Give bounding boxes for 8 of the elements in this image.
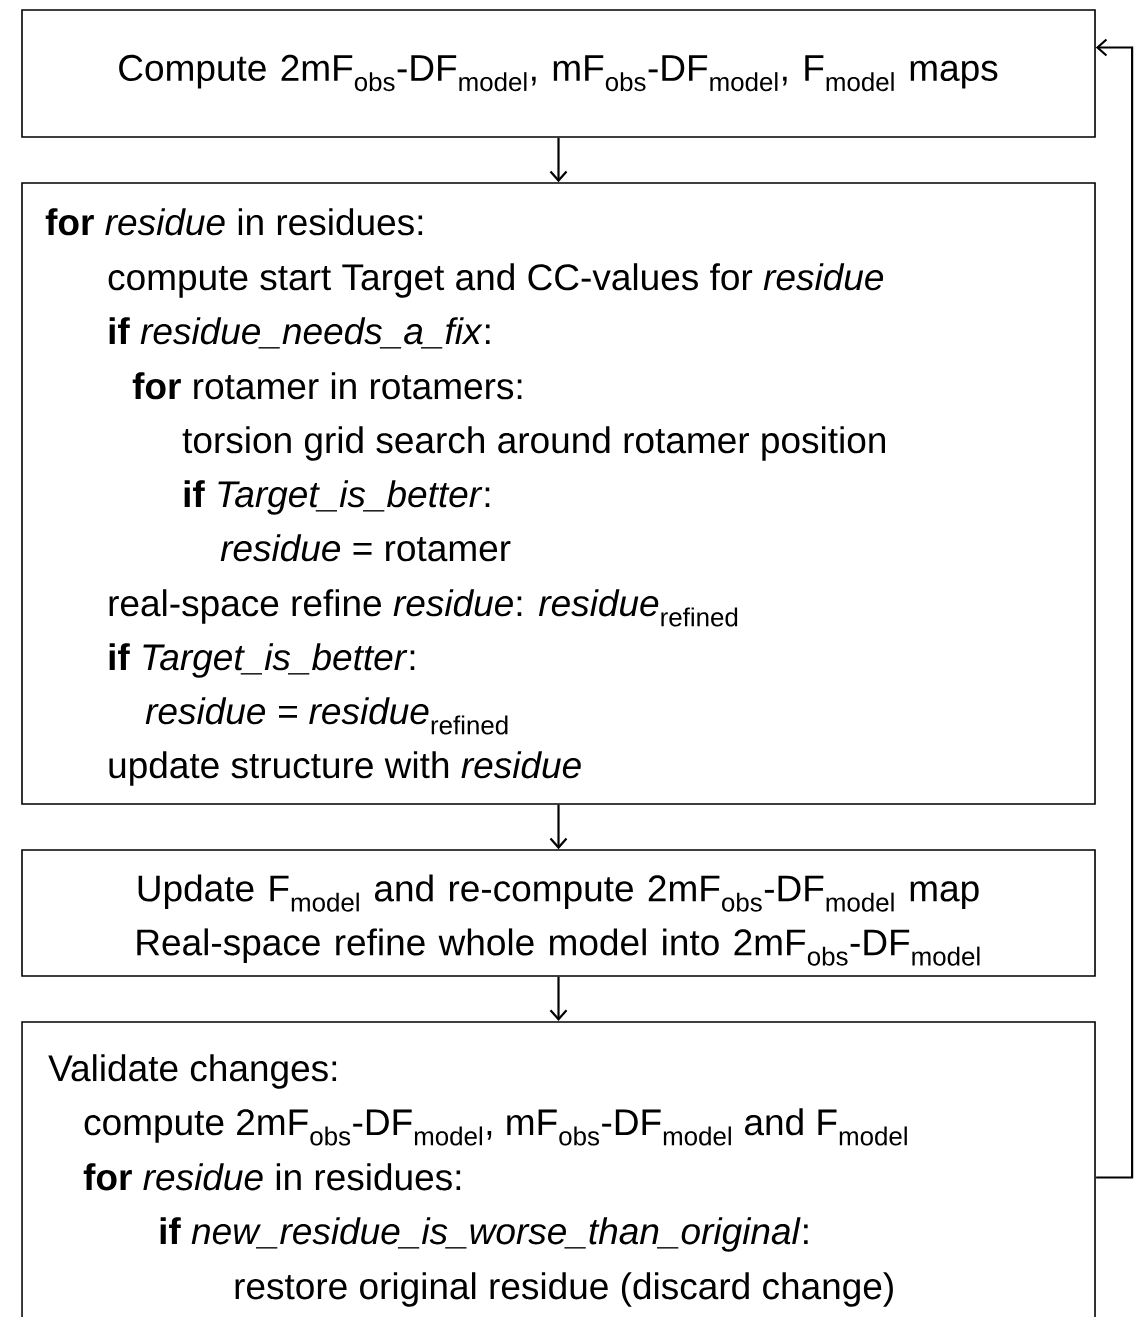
arrow bbox=[549, 137, 568, 183]
process-box: Update F$_{model}$ and re-compute 2mF$_{obs}$-DF$_{model}$ map Real-space refine whole model into 2mF$_{obs}$-DF$_{model}$ bbox=[21, 849, 1096, 977]
arrow bbox=[549, 804, 568, 850]
process-box: for residue in residues: compute start Target and CC-values for residue if residue_needs_a_fix: for rotamer in rotamers: torsion grid search around rotamer position if Target_is_better: residue = rotamer real-space refine residue: residue$_{refined}$ if Target_is_better: residue = residue$_{refined}$ update structure with residue bbox=[21, 182, 1096, 805]
arrow bbox=[1095, 38, 1134, 1179]
process-box: Compute 2mF$_{obs}$-DF$_{model}$, mF$_{obs}$-DF$_{model}$, F$_{model}$ maps bbox=[21, 9, 1096, 138]
arrow bbox=[549, 976, 568, 1021]
process-box: Validate changes: compute 2mF$_{obs}$-DF$_{model}$, mF$_{obs}$-DF$_{model}$ and F$_{model}$ for residue in residues: if new_residue_is_worse_than_original: restore original residue (discard change) bbox=[21, 1021, 1096, 1317]
